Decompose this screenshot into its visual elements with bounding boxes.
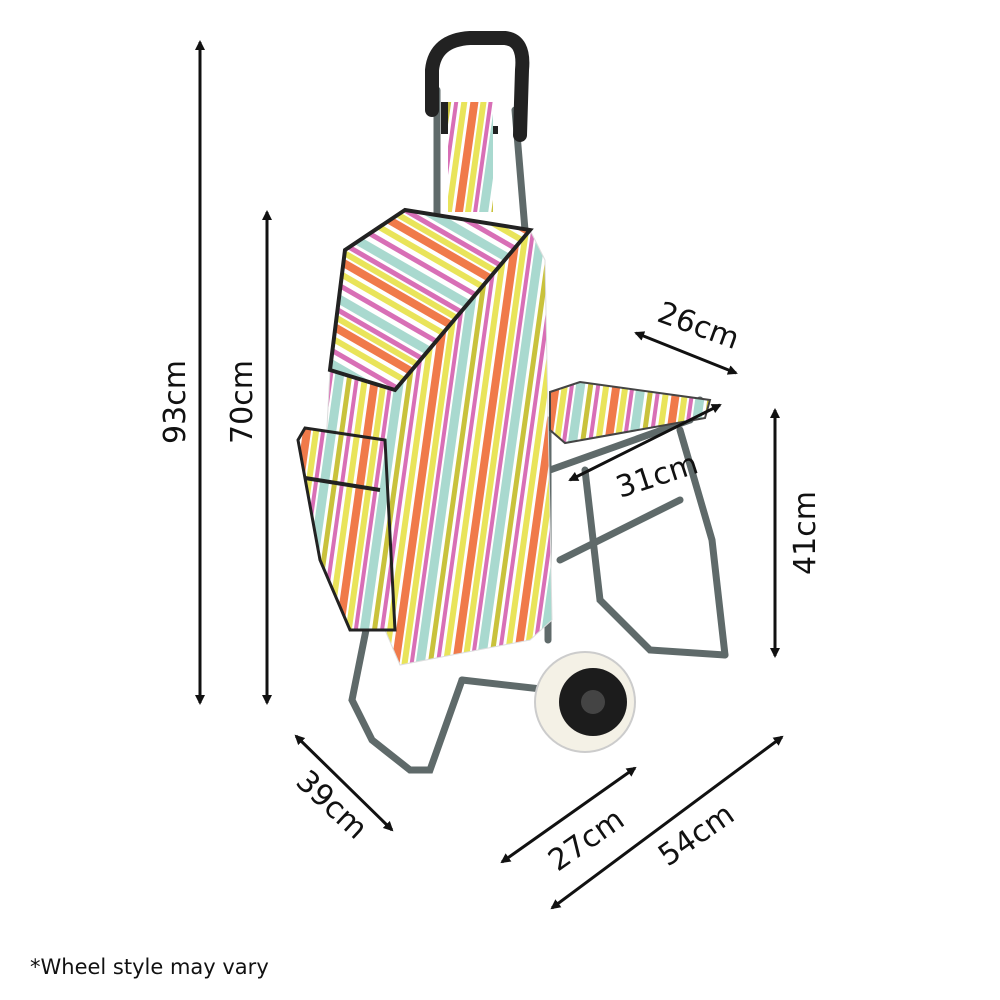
- trolley-image: [296, 31, 729, 774]
- label-bag-height: 70cm: [225, 360, 260, 444]
- label-base-width: 39cm: [289, 764, 374, 847]
- label-wheel-to-seat: 27cm: [542, 802, 631, 879]
- arrow-base-width: [294, 734, 394, 832]
- arrow-seat-depth: [634, 331, 738, 375]
- label-total-height: 93cm: [158, 360, 193, 444]
- label-seat-depth: 26cm: [653, 295, 744, 357]
- arrow-total-depth: [550, 735, 784, 910]
- label-seat-width: 31cm: [612, 446, 703, 505]
- footnote: *Wheel style may vary: [30, 955, 269, 979]
- arrow-seat-width: [568, 403, 722, 482]
- dimension-arrows: [195, 40, 784, 910]
- label-seat-height: 41cm: [788, 491, 823, 575]
- label-total-depth: 54cm: [652, 797, 741, 874]
